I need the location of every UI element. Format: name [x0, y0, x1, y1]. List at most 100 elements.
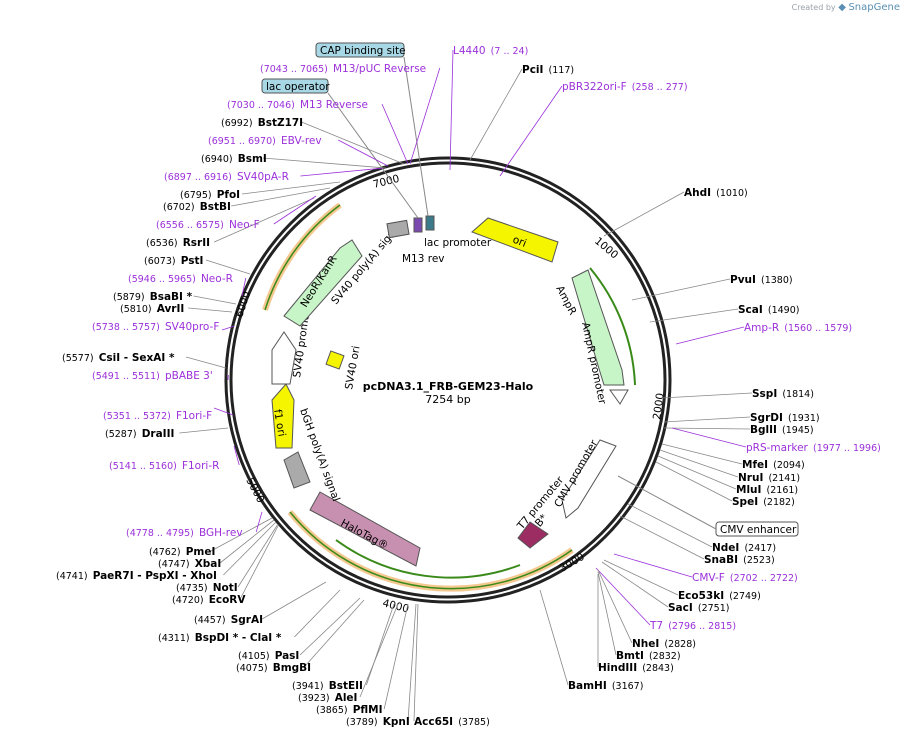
primer-label[interactable]: T7 (2796 .. 2815): [649, 614, 736, 633]
site-position: (4778 .. 4795): [126, 528, 194, 539]
enzyme-label[interactable]: (4720) EcoRV: [172, 588, 246, 607]
enzyme-label[interactable]: SacI (2751): [668, 596, 729, 615]
primer-label[interactable]: (6897 .. 6916) SV40pA-R: [164, 165, 289, 184]
enzyme-label[interactable]: SnaBI (2523): [704, 548, 775, 567]
site-position: (2702 .. 2722): [730, 573, 798, 584]
enzyme-label[interactable]: BmtI (2832): [616, 644, 681, 663]
enzyme-label[interactable]: MfeI (2094): [742, 453, 805, 472]
ori-feature[interactable]: [471, 217, 559, 263]
enzyme-label[interactable]: SgrDI (1931): [750, 406, 820, 425]
enzyme-label[interactable]: SspI (1814): [752, 382, 814, 401]
site-leader: [469, 68, 523, 161]
site-name: M13 Reverse: [300, 99, 368, 111]
enzyme-label[interactable]: (4105) PasI: [238, 644, 299, 663]
cap-box[interactable]: [315, 42, 405, 58]
neokan-feature[interactable]: [283, 239, 363, 327]
cmv-promoter-feature[interactable]: [561, 439, 617, 519]
enzyme-label[interactable]: NheI (2828): [632, 632, 696, 651]
enzyme-label[interactable]: (6992) BstZ17I: [221, 111, 303, 130]
site-leader: [661, 392, 753, 399]
primer-label[interactable]: (5946 .. 5965) Neo-R: [128, 267, 233, 286]
primer-label[interactable]: (7043 .. 7065) M13/pUC Reverse: [260, 57, 426, 76]
enzyme-label[interactable]: (4075) BmgBI: [236, 656, 311, 675]
enzyme-label[interactable]: (6073) PstI: [144, 249, 203, 268]
primer-label[interactable]: pRS-marker (1977 .. 1996): [746, 436, 881, 455]
primer-label[interactable]: (5738 .. 5757) SV40pro-F: [92, 315, 219, 334]
primer-label[interactable]: (5491 .. 5511) pBABE 3': [92, 364, 213, 383]
frb-feature[interactable]: [517, 521, 549, 549]
site-position: (5287): [105, 429, 137, 440]
primer-label[interactable]: CMV-F (2702 .. 2722): [692, 566, 798, 585]
site-leader: [613, 553, 693, 578]
enzyme-label[interactable]: Eco53kI (2749): [678, 584, 761, 603]
site-leader: [233, 445, 240, 466]
lac-operator-box[interactable]: [261, 78, 329, 94]
enzyme-label[interactable]: SpeI (2182): [732, 490, 795, 509]
primer-label[interactable]: (5351 .. 5372) F1ori-F: [103, 404, 212, 423]
enzyme-label[interactable]: BamHI (3167): [568, 674, 643, 693]
site-name: KpnI: [383, 716, 410, 728]
enzyme-label[interactable]: (3865) PflMI: [316, 698, 383, 717]
enzyme-label[interactable]: (6536) RsrII: [146, 231, 210, 250]
sv40pa-feature[interactable]: [386, 219, 410, 239]
enzyme-label[interactable]: (3941) BstEII: [292, 674, 363, 693]
ampr-promoter-feature[interactable]: [609, 389, 629, 405]
site-position: (6556 .. 6575): [156, 220, 224, 231]
enzyme-label[interactable]: (3789) KpnI: [346, 710, 410, 729]
f1ori-feature[interactable]: [271, 383, 295, 449]
enzyme-label[interactable]: (4747) XbaI: [158, 552, 221, 571]
sv40-promoter-feature[interactable]: [271, 331, 297, 385]
enzyme-label[interactable]: AhdI (1010): [684, 181, 748, 200]
site-position: (2843): [642, 663, 674, 674]
enzyme-label[interactable]: (6702) BstBI: [163, 195, 231, 214]
site-position: (4741): [56, 571, 88, 582]
primer-label[interactable]: pBR322ori-F (258 .. 277): [562, 75, 688, 94]
enzyme-label[interactable]: (5879) BsaBI *: [113, 285, 193, 304]
enzyme-label[interactable]: BglII (1945): [750, 418, 814, 437]
site-leader: [407, 603, 417, 722]
enzyme-label[interactable]: (6940) BsmI: [201, 147, 267, 166]
primer-label[interactable]: (4778 .. 4795) BGH-rev: [126, 521, 243, 540]
site-name: pRS-marker: [746, 442, 809, 454]
primer-label[interactable]: (5141 .. 5160) F1ori-R: [109, 454, 219, 473]
primer-label[interactable]: (6556 .. 6575) Neo-F: [156, 213, 260, 232]
bgh-feature[interactable]: [283, 451, 311, 489]
enzyme-label[interactable]: HindIII (2843): [598, 656, 674, 675]
enzyme-label[interactable]: (6795) PfoI: [180, 183, 240, 202]
enzyme-label[interactable]: PciI (117): [522, 58, 574, 77]
enzyme-label[interactable]: (5810) AvrII: [120, 297, 184, 316]
primer-label[interactable]: (6951 .. 6970) EBV-rev: [208, 129, 322, 148]
site-leader: [631, 278, 731, 301]
site-name: BstEII: [329, 680, 363, 692]
enzyme-label[interactable]: (4762) PmeI: [149, 540, 215, 559]
site-name: BstZ17I: [258, 117, 303, 129]
enzyme-label[interactable]: NdeI (2417): [712, 536, 776, 555]
bgh-label: bGH poly(A) signal: [297, 407, 342, 503]
lac-operator-feature[interactable]: [413, 217, 423, 233]
site-leader: [597, 571, 617, 656]
cap-site-feature[interactable]: [425, 215, 435, 231]
enzyme-label[interactable]: Acc65I (3785): [414, 710, 490, 729]
enzyme-label[interactable]: (5577) CsiI - SexAI *: [62, 346, 175, 365]
enzyme-label[interactable]: (4741) PaeR7I - PspXI - XhoI: [56, 564, 217, 583]
enzyme-label[interactable]: (4311) BspDI * - ClaI *: [158, 626, 282, 645]
site-position: (6940): [201, 154, 233, 165]
enzyme-label[interactable]: (3923) AleI: [298, 686, 357, 705]
site-position: (7 .. 24): [491, 46, 529, 57]
enzyme-label[interactable]: PvuI (1380): [730, 268, 793, 287]
site-leader: [603, 559, 679, 596]
enzyme-label[interactable]: (5287) DraIII: [105, 422, 174, 441]
cap-leader: [403, 56, 429, 217]
primer-label[interactable]: L4440 (7 .. 24): [453, 39, 528, 58]
sv40-ori-feature[interactable]: [325, 350, 345, 370]
enzyme-label[interactable]: MluI (2161): [736, 478, 798, 497]
enzyme-label[interactable]: ScaI (1490): [738, 298, 799, 317]
site-position: (1977 .. 1996): [813, 443, 881, 454]
primer-label[interactable]: (7030 .. 7046) M13 Reverse: [227, 93, 368, 112]
halotag-feature[interactable]: [309, 491, 421, 567]
enzyme-label[interactable]: (4735) NotI: [176, 576, 238, 595]
enzyme-label[interactable]: NruI (2141): [738, 466, 800, 485]
enzyme-label[interactable]: (4457) SgrAI: [194, 608, 263, 627]
primer-label[interactable]: Amp-R (1560 .. 1579): [744, 316, 852, 335]
ampr-feature[interactable]: [571, 269, 625, 386]
